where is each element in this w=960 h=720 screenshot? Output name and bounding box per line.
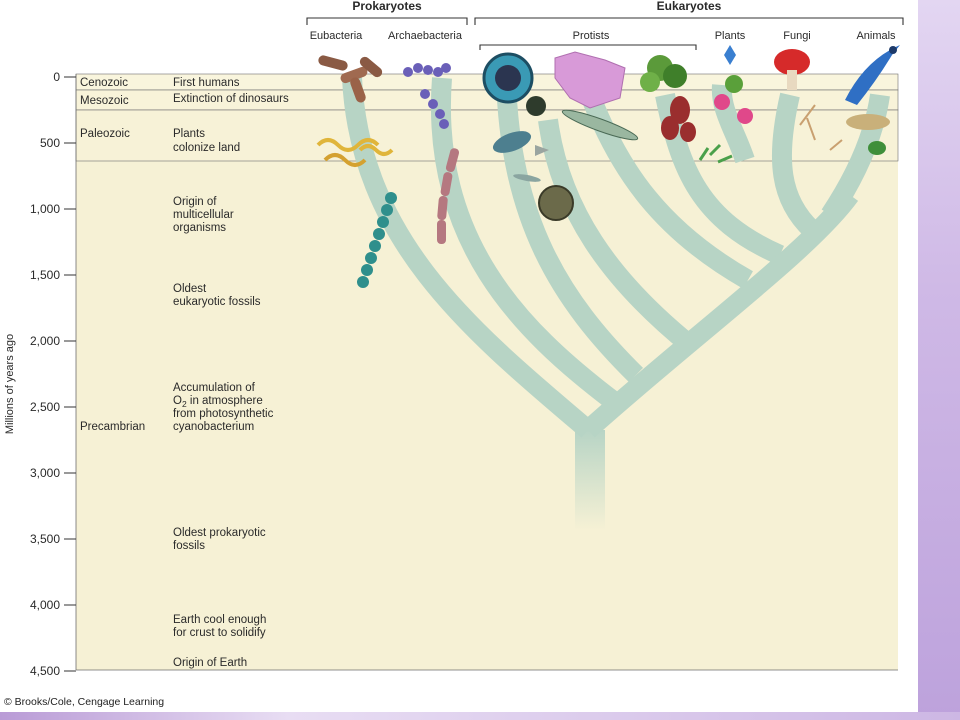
branch-protist-2 xyxy=(538,118,697,353)
event-prok-line2: fossils xyxy=(173,540,205,552)
tick-label: 2,000 xyxy=(30,334,60,348)
slide-border-right xyxy=(918,0,960,720)
rod-bacterium-icon xyxy=(318,55,348,71)
timeline-panel xyxy=(76,74,898,670)
euglena-icon xyxy=(561,109,639,141)
oxygen-symbol: O xyxy=(173,395,182,407)
group-fungi: Fungi xyxy=(783,30,811,42)
cyanobacterium-chain-icon xyxy=(357,192,397,288)
tick-label: 1,000 xyxy=(30,202,60,216)
event-first-humans: First humans xyxy=(173,77,240,89)
event-prok-line1: Oldest prokaryotic xyxy=(173,527,266,539)
branch-protist-1 xyxy=(496,77,644,383)
group-archaebacteria: Archaebacteria xyxy=(388,30,463,42)
slide-border-bottom xyxy=(0,712,960,720)
root-trunk xyxy=(575,430,605,530)
event-cool-line1: Earth cool enough xyxy=(173,614,266,626)
event-origin-earth: Origin of Earth xyxy=(173,657,247,669)
diatom-icon xyxy=(526,96,546,116)
tick-label: 4,500 xyxy=(30,664,60,678)
branch-archaebacteria xyxy=(430,77,619,408)
amoeba-icon xyxy=(554,51,626,109)
tick-label: 1,500 xyxy=(30,268,60,282)
tick-label: 2,500 xyxy=(30,400,60,414)
event-euk-line1: Oldest xyxy=(173,283,207,295)
era-cenozoic: Cenozoic xyxy=(80,77,128,89)
header-brackets xyxy=(306,17,904,50)
group-protists: Protists xyxy=(573,30,610,42)
oxygen-subscript: 2 xyxy=(182,399,187,409)
organism-illustrations xyxy=(316,45,900,288)
dinoflagellate-icon xyxy=(538,185,574,221)
branch-fungi xyxy=(771,92,820,238)
red-algae-icon xyxy=(661,96,696,142)
event-multicell-line2: multicellular xyxy=(173,209,234,221)
tick-label: 0 xyxy=(53,70,60,84)
event-euk-line2: eukaryotic fossils xyxy=(173,296,261,308)
branch-eukaryote-trunk xyxy=(581,189,859,438)
slide-canvas: Prokaryotes Eukaryotes Eubacteria Archae… xyxy=(0,0,918,712)
prokaryotes-bracket xyxy=(306,17,468,25)
moss-icon xyxy=(640,55,687,92)
filament-archaea-icon xyxy=(437,148,460,244)
fish-icon xyxy=(846,114,890,130)
tick-label: 3,000 xyxy=(30,466,60,480)
event-oxygen-line3: from photosynthetic xyxy=(173,408,274,420)
event-plants-line1: Plants xyxy=(173,128,205,140)
eukaryotes-bracket xyxy=(474,17,904,25)
timeline-events: First humans Extinction of dinosaurs Pla… xyxy=(173,77,289,669)
paleozoic-band xyxy=(75,109,899,162)
tick-label: 4,000 xyxy=(30,598,60,612)
mushroom-icon xyxy=(774,49,810,90)
tick-label: 3,500 xyxy=(30,532,60,546)
bird-icon xyxy=(845,45,900,105)
oxygen-line2-text: in atmosphere xyxy=(190,395,263,407)
group-eubacteria: Eubacteria xyxy=(310,30,363,42)
event-oxygen-line4: cyanobacterium xyxy=(173,421,254,433)
plant-flowers-icon xyxy=(714,45,753,124)
tree-of-life-diagram: Prokaryotes Eukaryotes Eubacteria Archae… xyxy=(4,0,904,678)
era-paleozoic: Paleozoic xyxy=(80,128,130,140)
branch-plants xyxy=(711,84,755,164)
event-multicell-line3: organisms xyxy=(173,222,226,234)
copyright-credit: © Brooks/Cole, Cengage Learning xyxy=(4,696,165,708)
event-plants-line2: colonize land xyxy=(173,142,240,154)
era-mesozoic: Mesozoic xyxy=(80,95,129,107)
era-precambrian: Precambrian xyxy=(80,421,145,433)
prokaryotes-label: Prokaryotes xyxy=(352,0,422,13)
tick-label: 500 xyxy=(40,136,60,150)
green-algae-icon xyxy=(698,143,733,164)
event-oxygen-line2: O2 in atmosphere xyxy=(173,395,263,409)
event-oxygen-line1: Accumulation of xyxy=(173,382,256,394)
spirochete-icon xyxy=(316,138,380,152)
flagellate-icon xyxy=(492,131,532,153)
group-animals: Animals xyxy=(856,30,896,42)
event-multicell-line1: Origin of xyxy=(173,196,217,208)
group-plants: Plants xyxy=(715,30,746,42)
eukaryotes-label: Eukaryotes xyxy=(657,0,722,13)
event-cool-line2: for crust to solidify xyxy=(173,627,266,639)
time-axis: 0 500 1,000 1,500 2,000 2,500 3,000 3,50… xyxy=(4,70,76,678)
fungal-hyphae-icon xyxy=(799,104,843,151)
axis-label: Millions of years ago xyxy=(4,334,16,434)
coccus-cluster-icon xyxy=(403,63,451,129)
event-extinction: Extinction of dinosaurs xyxy=(173,93,289,105)
beetle-icon xyxy=(868,141,886,155)
protists-bracket xyxy=(479,44,697,50)
